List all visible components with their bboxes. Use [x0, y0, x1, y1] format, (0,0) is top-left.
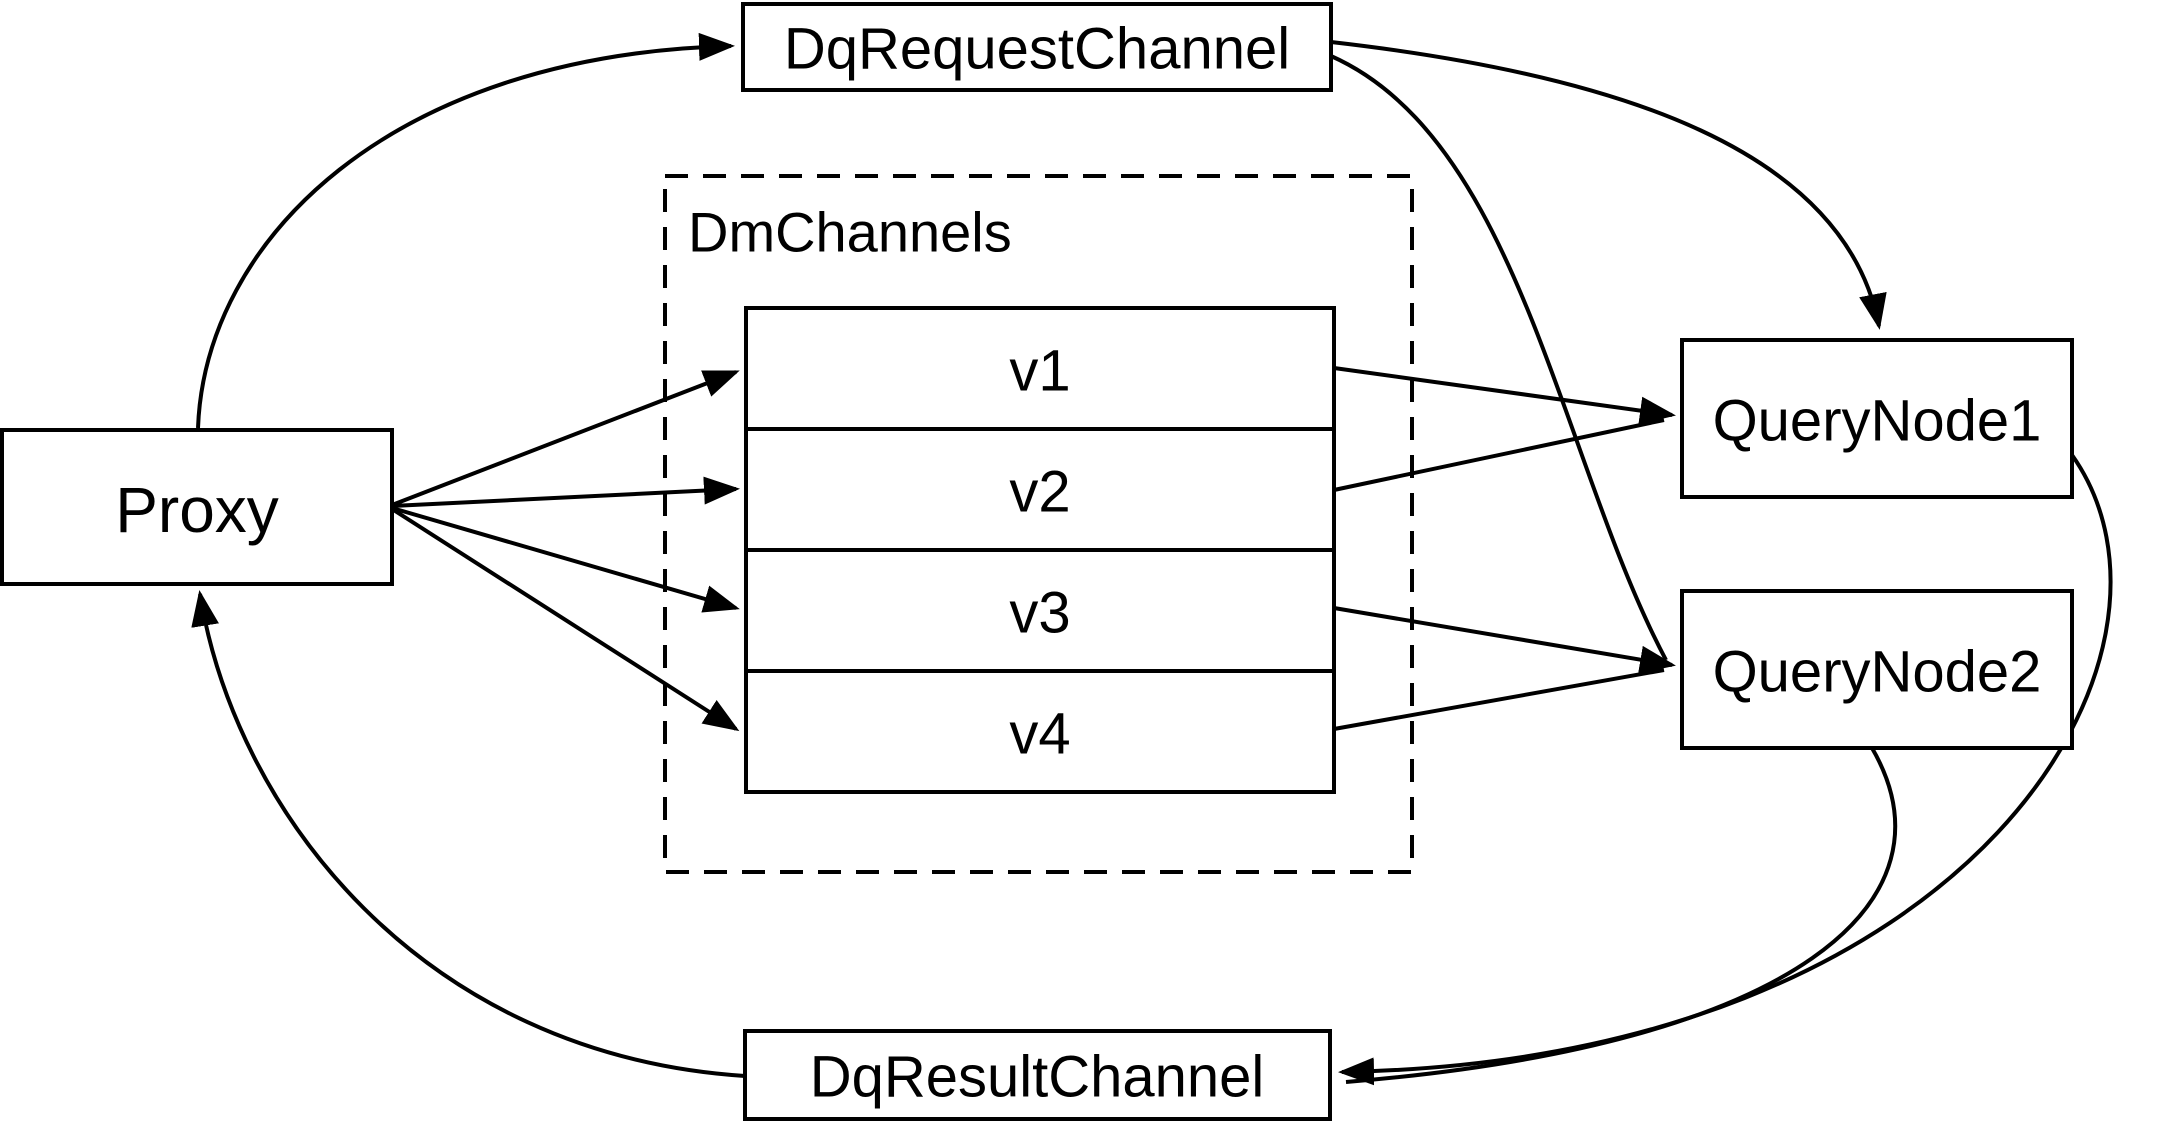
- edge-querynode1-to-dqresultchannel: [1338, 453, 2113, 1086]
- node-dq-result-channel: DqResultChannel: [743, 1029, 1332, 1121]
- edge-proxy-to-v2: [391, 476, 740, 508]
- edge-proxy-to-dqrequestchannel: [196, 32, 735, 429]
- edge-v4-to-querynode2: [1333, 668, 1665, 731]
- node-query-node-2: QueryNode2: [1680, 589, 2074, 750]
- dq-result-channel-box: [743, 1029, 1332, 1121]
- query-node-2-label: QueryNode2: [1713, 640, 2042, 705]
- edges-layer: [191, 32, 2113, 1086]
- channel-v3-label: v3: [1009, 581, 1070, 646]
- query-node-2-box: [1680, 589, 2074, 750]
- proxy-box: [0, 428, 394, 586]
- dm-channels-group-label: DmChannels: [688, 201, 1012, 264]
- proxy-label: Proxy: [115, 474, 279, 546]
- edge-v1-to-querynode1: [1333, 366, 1676, 425]
- channel-v4-label: v4: [1009, 702, 1070, 767]
- edge-proxy-to-v1: [391, 370, 740, 507]
- channel-stack: v1 v2 v3 v4: [744, 306, 1336, 794]
- edge-proxy-to-v3: [391, 506, 740, 613]
- channel-v2-label: v2: [1009, 460, 1070, 525]
- node-proxy: Proxy: [0, 428, 394, 586]
- node-query-node-1: QueryNode1: [1680, 338, 2074, 499]
- dq-request-channel-box: [741, 2, 1333, 92]
- edge-dqrequestchannel-to-querynode2: [1330, 54, 1668, 661]
- dq-result-channel-label: DqResultChannel: [810, 1045, 1265, 1110]
- edge-querynode2-to-dqresultchannel: [1345, 747, 1898, 1084]
- dq-request-channel-label: DqRequestChannel: [784, 17, 1290, 82]
- nodes-layer: DmChannels Proxy DqRequestChannel v1 v2: [0, 2, 2074, 1121]
- edge-v2-to-querynode1: [1333, 418, 1665, 492]
- edge-dqresultchannel-to-proxy: [191, 590, 746, 1078]
- channel-v1-label: v1: [1009, 339, 1070, 404]
- edge-v3-to-querynode2: [1333, 606, 1676, 674]
- group-dm-channels: DmChannels: [663, 174, 1414, 874]
- edge-dqrequestchannel-to-querynode1: [1330, 40, 1887, 330]
- query-node-1-box: [1680, 338, 2074, 499]
- edge-proxy-to-v4: [390, 507, 740, 732]
- node-dq-request-channel: DqRequestChannel: [741, 2, 1333, 92]
- query-node-1-label: QueryNode1: [1713, 389, 2042, 454]
